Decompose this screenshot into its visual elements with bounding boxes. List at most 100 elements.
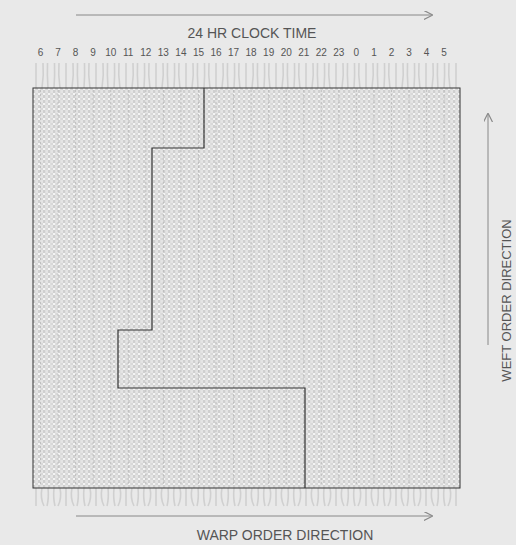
- hour-guide-line: [426, 90, 427, 486]
- hour-guide-line: [321, 90, 322, 486]
- fringe-strand: [197, 488, 198, 506]
- fringe-strand: [137, 63, 139, 88]
- fringe-strand: [395, 488, 397, 506]
- fringe-strand: [312, 63, 313, 88]
- axis-title: WEFT ORDER DIRECTION: [499, 219, 512, 381]
- fringe-strand: [185, 63, 187, 88]
- fringe-strand: [71, 488, 74, 506]
- fringe-strand: [173, 63, 175, 88]
- hour-number: 19: [263, 48, 274, 58]
- fringe-strand: [144, 488, 145, 506]
- fringe-strand: [335, 488, 337, 506]
- hour-number: 12: [140, 48, 151, 58]
- fringe-strand: [401, 488, 404, 506]
- fringe-strand: [227, 63, 229, 88]
- hour-guide-line: [268, 90, 269, 486]
- fringe-strand: [257, 63, 259, 88]
- fringe-strand: [148, 488, 151, 506]
- hour-number: 9: [90, 48, 96, 58]
- fringe-strand: [114, 488, 115, 506]
- fringe-strand: [209, 63, 210, 88]
- hour-number: 14: [175, 48, 186, 58]
- fringe-strand: [222, 63, 223, 88]
- fringe-strand: [221, 488, 224, 506]
- hour-number: 1: [371, 48, 377, 58]
- hour-guide-line: [216, 90, 217, 486]
- fringe-strand: [95, 488, 97, 506]
- fringe-strand: [35, 488, 37, 506]
- hour-number: 23: [333, 48, 344, 58]
- fringe-strand: [359, 63, 360, 88]
- time-arrow: [76, 15, 432, 16]
- hour-number: 15: [193, 48, 204, 58]
- fringe-strand: [137, 488, 138, 506]
- hour-guide-line: [444, 90, 445, 486]
- hour-guide-line: [409, 90, 410, 486]
- hour-number: 7: [55, 48, 61, 58]
- fringe-strand: [77, 63, 79, 88]
- hour-guide-line: [75, 90, 76, 486]
- fringe-strand: [414, 488, 415, 506]
- fringe-strand: [329, 63, 330, 88]
- fringe-strand: [317, 488, 318, 506]
- hour-number: 11: [123, 48, 133, 58]
- fringe-strand: [335, 63, 337, 88]
- fringe-strand: [233, 63, 235, 88]
- fringe-strand: [455, 63, 457, 88]
- fringe-strand: [83, 63, 85, 88]
- fringe-strand: [444, 488, 445, 506]
- hour-guide-line: [198, 90, 199, 486]
- fringe-strand: [35, 63, 37, 88]
- hour-guide-line: [93, 90, 94, 486]
- fringe-strand: [305, 488, 307, 506]
- fringe-strand: [185, 488, 187, 506]
- fringe-strand: [245, 63, 247, 88]
- fringe-strand: [162, 63, 163, 88]
- fringe-strand: [47, 488, 48, 506]
- fringe-strand: [191, 488, 194, 506]
- fringe-strand: [155, 488, 157, 506]
- hour-number: 16: [210, 48, 221, 58]
- hour-guide-line: [251, 90, 252, 486]
- fringe-strand: [47, 63, 49, 88]
- fringe-strand: [174, 488, 175, 506]
- fringe-strand: [269, 63, 270, 88]
- fringe-strand: [155, 63, 157, 88]
- hour-number: 8: [73, 48, 79, 58]
- fringe-strand: [365, 488, 367, 506]
- fringe-strand: [294, 488, 295, 506]
- fringe-strand: [431, 488, 434, 506]
- fringe-strand: [42, 63, 43, 88]
- fringe-strand: [41, 488, 44, 506]
- fringe-strand: [419, 63, 420, 88]
- hour-number: 5: [441, 48, 447, 58]
- hour-guide-line: [303, 90, 304, 486]
- fringe-strand: [353, 63, 355, 88]
- fringe-strand: [437, 488, 438, 506]
- fringe-strand: [72, 63, 73, 88]
- hour-guide-line: [286, 90, 287, 486]
- fringe-strand: [107, 63, 109, 88]
- fringe-strand: [132, 63, 133, 88]
- fringe-strand: [125, 63, 127, 88]
- fringe-strand: [298, 488, 301, 506]
- region-boundary: [118, 88, 305, 488]
- fringe-strand: [275, 488, 277, 506]
- fringe-strand: [275, 63, 277, 88]
- fringe-strand: [388, 488, 391, 506]
- fringe-strand: [347, 488, 348, 506]
- fringe-strand: [119, 63, 120, 88]
- fringe-strand: [342, 63, 343, 88]
- fringe-strand: [192, 63, 193, 88]
- hour-guide-line: [391, 90, 392, 486]
- fringe-strand: [383, 63, 385, 88]
- fringe-strand: [167, 63, 169, 88]
- fringe-strand: [59, 63, 60, 88]
- fringe-strand: [125, 488, 127, 506]
- fringe-strand: [418, 488, 421, 506]
- fringe-strand: [425, 488, 427, 506]
- fringe-strand: [268, 488, 271, 506]
- hour-guide-line: [356, 90, 357, 486]
- fringe-strand: [215, 488, 217, 506]
